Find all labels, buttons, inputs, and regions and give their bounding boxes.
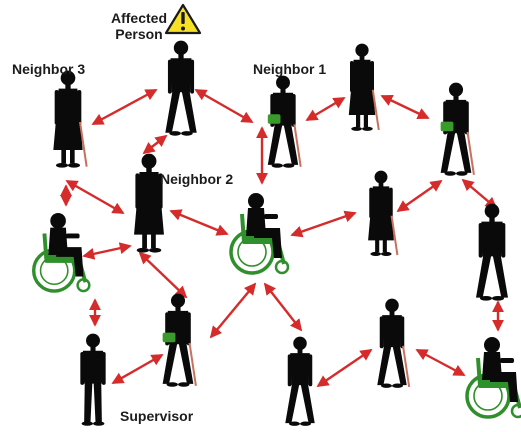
neighbor-2-label: Neighbor 2 xyxy=(160,171,234,187)
neighbor-3-label: Neighbor 3 xyxy=(12,61,86,77)
neighbor-1-figure xyxy=(267,75,302,168)
dress-cane-figure xyxy=(368,170,399,256)
cane-elder-figure xyxy=(377,298,411,388)
affected-person-figure xyxy=(165,40,197,136)
connection-arrow xyxy=(111,353,164,385)
connection-arrow xyxy=(169,209,229,236)
neighbor-3-figure xyxy=(53,70,88,168)
man-walking-figure xyxy=(285,336,315,426)
cane-bag-figure xyxy=(162,293,197,387)
elder-woman-figure xyxy=(348,43,380,131)
connection-arrow xyxy=(316,348,373,388)
wheelchair-user-right-figure xyxy=(465,337,521,419)
connection-arrow xyxy=(415,348,466,377)
connection-arrow xyxy=(461,178,498,210)
connection-arrows xyxy=(60,88,504,388)
connection-arrow xyxy=(305,96,346,122)
connection-arrow xyxy=(209,282,257,339)
connection-arrow xyxy=(290,210,357,238)
neighbor-2-figure xyxy=(134,153,164,253)
walker-bag-figure xyxy=(440,82,475,176)
connection-arrow xyxy=(91,88,158,126)
connection-arrow xyxy=(65,179,125,215)
connection-arrow xyxy=(194,88,254,124)
connection-arrow xyxy=(138,251,188,299)
man-standing-figure xyxy=(476,203,508,301)
connection-arrow xyxy=(396,179,443,213)
supervisor-label: Supervisor xyxy=(120,408,194,424)
warning-triangle-icon xyxy=(164,3,202,35)
connection-arrow xyxy=(263,282,303,332)
connection-arrow xyxy=(380,94,430,120)
connection-arrow xyxy=(142,134,168,155)
affected-person-label: Affected Person xyxy=(110,10,167,42)
people-group xyxy=(32,40,521,426)
supervisor-figure xyxy=(80,333,106,426)
wheelchair-user-left-figure xyxy=(32,213,91,293)
wheelchair-user-center-figure xyxy=(229,193,290,275)
connection-arrow xyxy=(82,242,132,260)
neighbor-1-label: Neighbor 1 xyxy=(253,61,327,77)
